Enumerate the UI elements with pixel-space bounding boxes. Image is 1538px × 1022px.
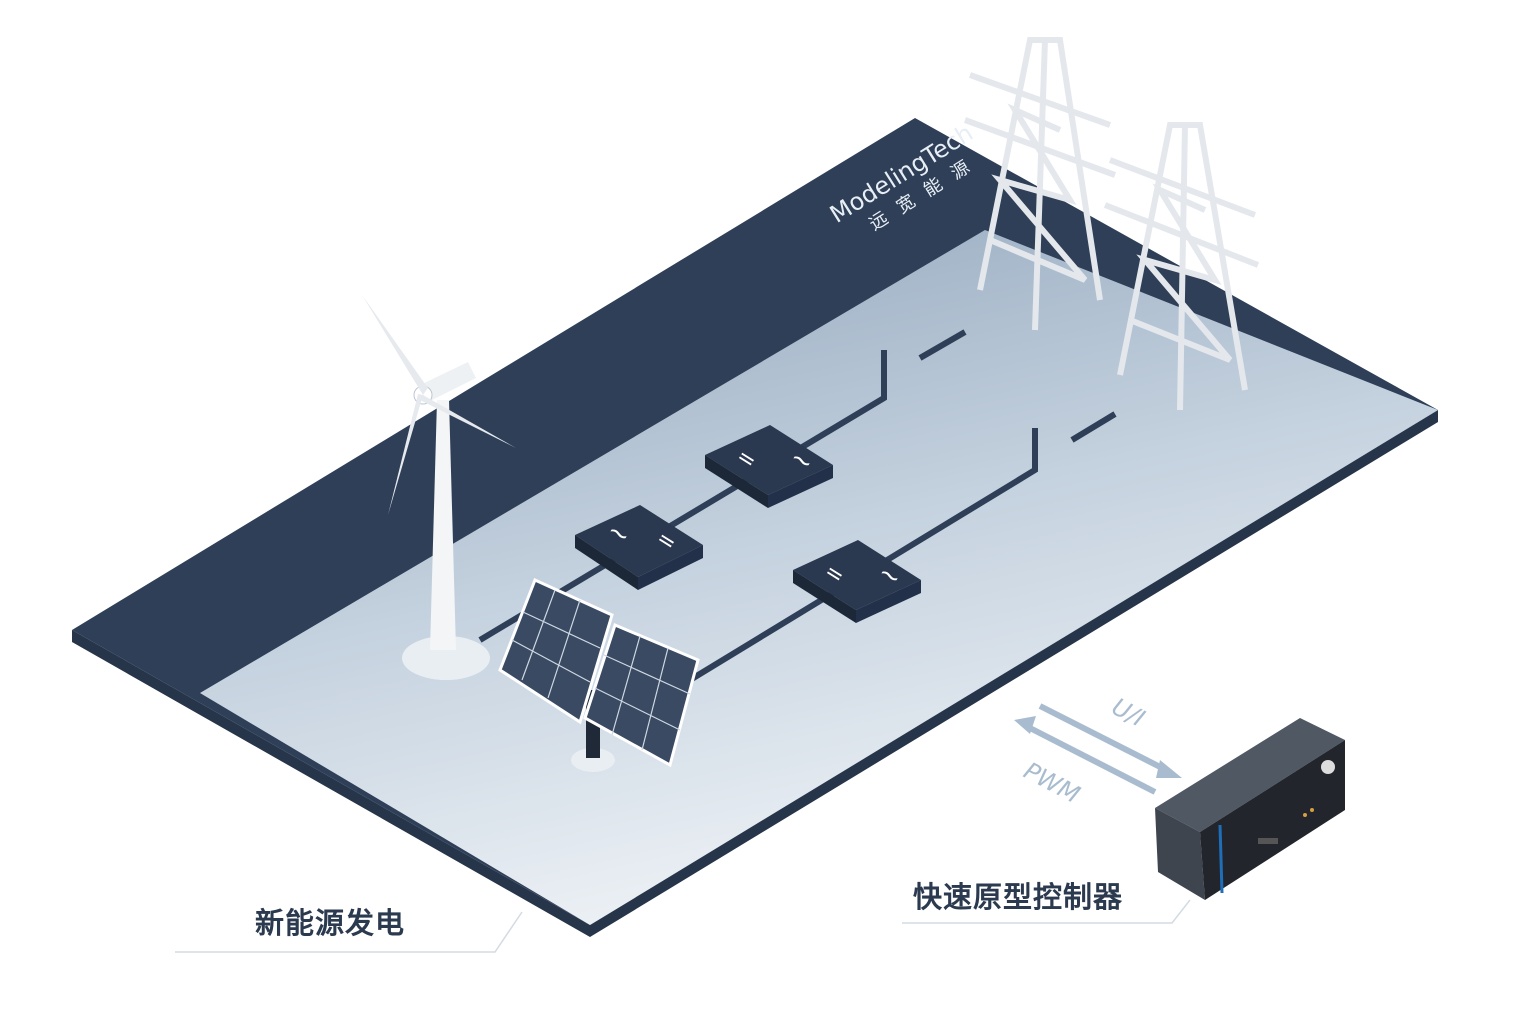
rapid-prototype-controller xyxy=(1155,718,1345,900)
signal-arrows xyxy=(1014,703,1182,795)
converter-1: = ~ xyxy=(705,425,833,508)
generation-callout-line xyxy=(175,911,523,953)
converter-3: = ~ xyxy=(793,540,921,623)
controller-label: 快速原型控制器 xyxy=(913,880,1124,914)
signal-pwm-label: PWM xyxy=(1019,757,1084,810)
signal-ui-label: U/I xyxy=(1107,693,1149,733)
controller-callout-line xyxy=(902,899,1191,924)
converter-2: ~ = xyxy=(575,505,703,590)
wind-turbine xyxy=(362,295,516,680)
solar-panel xyxy=(498,577,700,772)
transmission-towers xyxy=(963,37,1260,411)
generation-label: 新能源发电 xyxy=(255,906,406,940)
